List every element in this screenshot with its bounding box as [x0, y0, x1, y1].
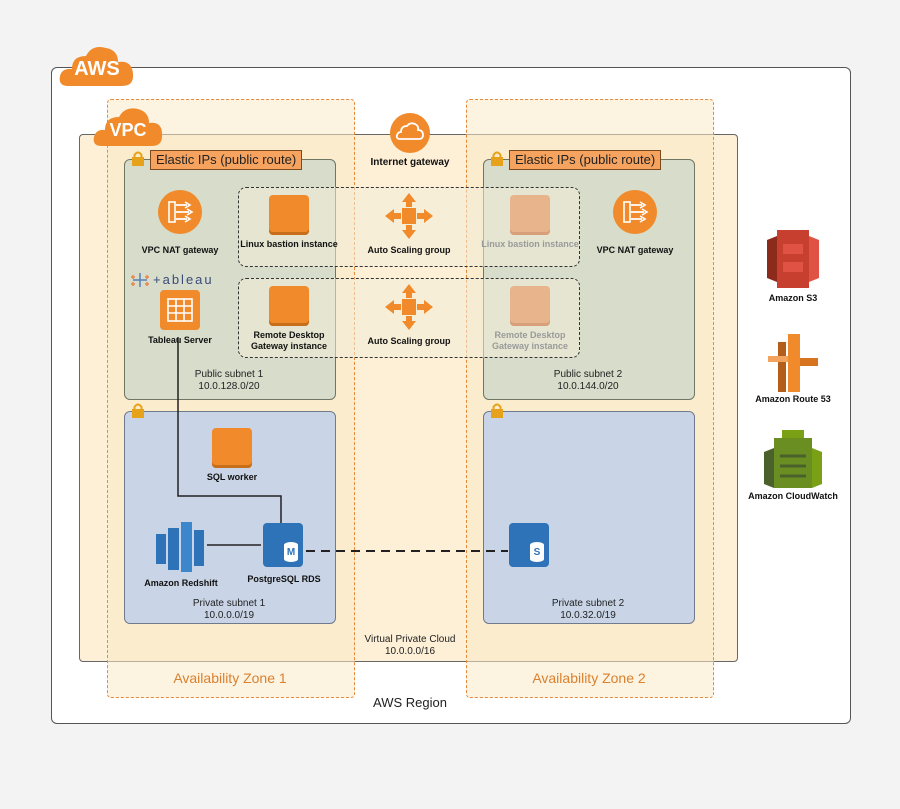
nat-gateway-1-label: VPC NAT gateway [141, 245, 219, 255]
elastic-ips-1: Elastic IPs (public route) [150, 150, 303, 170]
nat-gateway-2-label: VPC NAT gateway [596, 245, 674, 255]
postgres-rds-label: PostgreSQL RDS [247, 574, 321, 584]
private-subnet-1-name: Private subnet 1 [192, 598, 266, 609]
public-subnet-2-name: Public subnet 2 [553, 369, 623, 380]
auto-scaling-icon [385, 193, 433, 239]
amazon-route53-icon [768, 334, 818, 392]
redshift-label: Amazon Redshift [144, 578, 218, 588]
lock-icon [132, 151, 144, 166]
linux-bastion-1-label: Linux bastion instance [240, 239, 338, 249]
amazon-cloudwatch-label: Amazon CloudWatch [748, 491, 838, 501]
nat-gateway-icon [158, 190, 202, 234]
database-icon [530, 542, 544, 562]
vpc-label: Virtual Private Cloud [364, 634, 456, 645]
vpc-tag: VPC [109, 120, 147, 140]
rds-standby-icon: S [509, 523, 549, 567]
nat-gateway-icon [613, 190, 657, 234]
lock-icon [491, 403, 503, 418]
vpc-cidr: 10.0.0.0/16 [384, 646, 436, 657]
public-subnet-2-cidr: 10.0.144.0/20 [557, 381, 619, 392]
tableau-server-label: Tableau Server [148, 335, 212, 345]
sql-worker-label: SQL worker [206, 472, 258, 482]
tableau-logo-icon [131, 273, 149, 287]
rd-gateway-2-label: Remote Desktop Gateway instance [491, 330, 569, 351]
database-icon [284, 542, 298, 562]
internet-gateway-label: Internet gateway [370, 157, 450, 168]
amazon-route53-label: Amazon Route 53 [755, 394, 831, 404]
internet-gateway-icon [390, 113, 430, 153]
private-subnet-2-cidr: 10.0.32.0/19 [560, 610, 616, 621]
postgres-rds-icon: M [263, 523, 303, 567]
vpc-cloud-icon [93, 108, 163, 146]
linux-bastion-2-icon [510, 195, 550, 235]
az2-label: Availability Zone 2 [532, 670, 646, 686]
public-subnet-1-name: Public subnet 1 [194, 369, 264, 380]
az1-label: Availability Zone 1 [173, 670, 287, 686]
private-subnet-2-name: Private subnet 2 [551, 598, 625, 609]
rd-gateway-2-icon [510, 286, 550, 326]
rd-gateway-1-label: Remote Desktop Gateway instance [250, 330, 328, 351]
linux-bastion-2-label: Linux bastion instance [481, 239, 579, 249]
private-subnet-1-cidr: 10.0.0.0/19 [203, 610, 255, 621]
amazon-s3-label: Amazon S3 [768, 293, 818, 303]
asg-2-label: Auto Scaling group [367, 336, 451, 346]
aws-cloud-icon [59, 47, 134, 86]
redshift-icon [156, 522, 204, 572]
rds-standby-letter: S [533, 547, 541, 558]
tableau-server-icon [160, 290, 200, 330]
private-subnet-2 [483, 411, 695, 624]
public-subnet-1-cidr: 10.0.128.0/20 [198, 381, 260, 392]
amazon-s3-icon [767, 230, 819, 288]
aws-tag: AWS [74, 58, 120, 80]
lock-icon [491, 151, 503, 166]
rd-gateway-1-icon [269, 286, 309, 326]
asg-1-label: Auto Scaling group [367, 245, 451, 255]
region-label: AWS Region [373, 695, 447, 710]
rds-master-letter: M [286, 547, 296, 558]
tableau-logo: +ableau [153, 272, 214, 287]
amazon-cloudwatch-icon [764, 430, 822, 488]
sql-worker-icon [212, 428, 252, 468]
elastic-ips-2: Elastic IPs (public route) [509, 150, 662, 170]
lock-icon [132, 403, 144, 418]
linux-bastion-1-icon [269, 195, 309, 235]
auto-scaling-icon [385, 284, 433, 330]
